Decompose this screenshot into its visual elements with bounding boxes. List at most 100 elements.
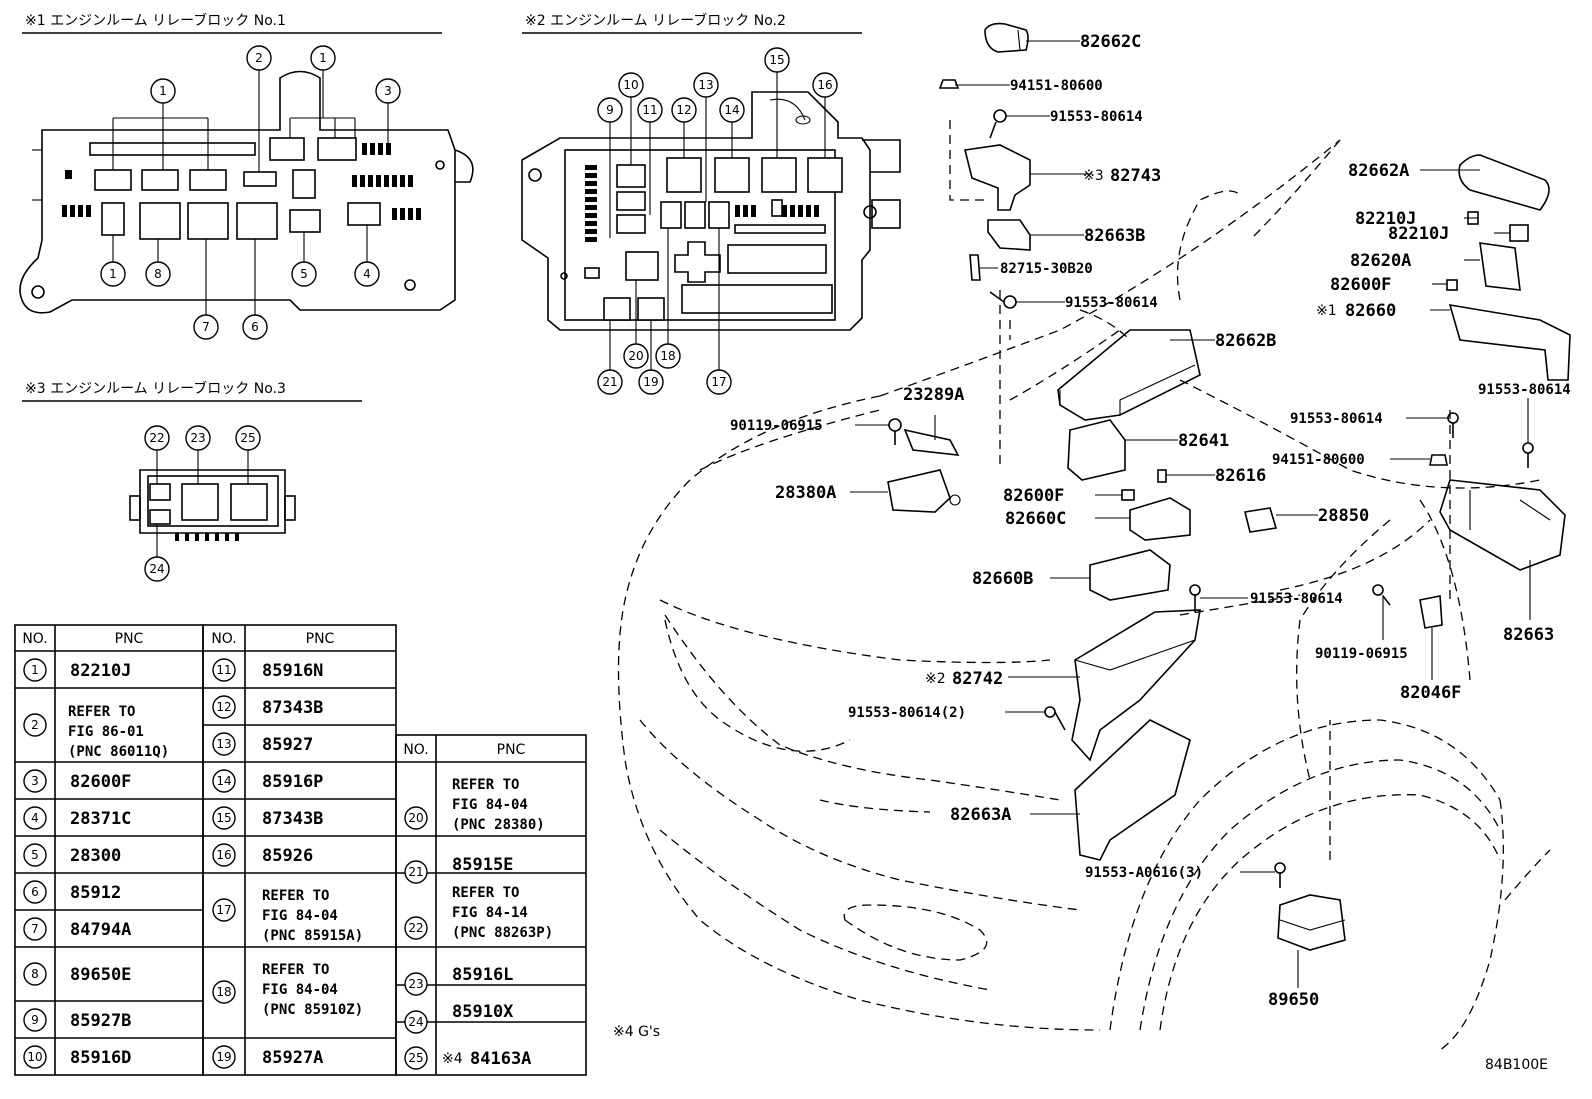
- svg-text:8: 8: [154, 267, 162, 281]
- svg-text:5: 5: [300, 267, 308, 281]
- svg-text:84794A: 84794A: [70, 920, 131, 940]
- block3-title: ※3 エンジンルーム リレーブロック No.3: [25, 380, 286, 397]
- svg-text:1: 1: [159, 84, 167, 98]
- svg-text:REFER TO: REFER TO: [452, 777, 519, 793]
- svg-text:18: 18: [216, 985, 231, 999]
- svg-text:24: 24: [408, 1015, 423, 1029]
- car-outline: [617, 120, 1551, 1051]
- svg-text:7: 7: [202, 320, 210, 334]
- svg-text:(PNC 88263P): (PNC 88263P): [452, 925, 553, 941]
- block2-title: ※2 エンジンルーム リレーブロック No.2: [525, 12, 786, 29]
- svg-text:1: 1: [319, 51, 327, 65]
- svg-text:4: 4: [31, 811, 39, 825]
- part-labels: 82662C 94151-80600 91553-80614 ※3 82743 …: [730, 32, 1571, 1010]
- svg-text:11: 11: [216, 663, 231, 677]
- svg-text:87343B: 87343B: [262, 698, 323, 718]
- svg-text:20: 20: [628, 349, 643, 363]
- svg-text:85927B: 85927B: [70, 1011, 131, 1031]
- svg-text:REFER TO: REFER TO: [452, 885, 519, 901]
- pnc-table: NO. PNC NO. PNC NO. PNC 1 2 3 4 5 6 7 8 …: [14, 624, 587, 1076]
- svg-text:82210J: 82210J: [1388, 224, 1449, 244]
- svg-text:82616: 82616: [1215, 466, 1266, 486]
- svg-text:85927A: 85927A: [262, 1048, 323, 1068]
- svg-text:91553-A0616(3): 91553-A0616(3): [1085, 865, 1203, 881]
- svg-text:82641: 82641: [1178, 431, 1229, 451]
- svg-text:6: 6: [251, 320, 259, 334]
- svg-text:(PNC 28380): (PNC 28380): [452, 817, 545, 833]
- svg-text:82660: 82660: [1345, 301, 1396, 321]
- svg-text:FIG 86-01: FIG 86-01: [68, 724, 144, 740]
- parts-drawings: [887, 22, 1571, 951]
- svg-text:22: 22: [408, 921, 423, 935]
- svg-text:82663: 82663: [1503, 625, 1554, 645]
- svg-text:82662C: 82662C: [1080, 32, 1141, 52]
- svg-text:85916N: 85916N: [262, 661, 323, 681]
- svg-text:2: 2: [255, 51, 263, 65]
- svg-text:85910X: 85910X: [452, 1002, 514, 1022]
- svg-text:FIG 84-04: FIG 84-04: [262, 982, 338, 998]
- svg-text:28850: 28850: [1318, 506, 1369, 526]
- svg-text:REFER TO: REFER TO: [262, 888, 329, 904]
- svg-text:19: 19: [643, 375, 658, 389]
- svg-text:94151-80600: 94151-80600: [1272, 452, 1365, 468]
- svg-text:17: 17: [711, 375, 726, 389]
- svg-text:84163A: 84163A: [470, 1049, 531, 1069]
- svg-text:10: 10: [27, 1050, 42, 1064]
- svg-text:※2: ※2: [925, 671, 946, 687]
- svg-text:89650E: 89650E: [70, 965, 131, 985]
- svg-text:21: 21: [602, 375, 617, 389]
- svg-text:23289A: 23289A: [903, 385, 964, 405]
- svg-text:13: 13: [698, 78, 713, 92]
- svg-text:2: 2: [31, 718, 39, 732]
- svg-text:85916D: 85916D: [70, 1048, 131, 1068]
- svg-text:(PNC 85915A): (PNC 85915A): [262, 928, 363, 944]
- svg-text:85916P: 85916P: [262, 772, 323, 792]
- svg-text:9: 9: [31, 1013, 39, 1027]
- svg-text:82600F: 82600F: [1330, 275, 1391, 295]
- svg-text:85927: 85927: [262, 735, 313, 755]
- svg-text:PNC: PNC: [306, 631, 335, 647]
- svg-text:1: 1: [109, 267, 117, 281]
- svg-text:NO.: NO.: [403, 742, 428, 758]
- svg-text:16: 16: [817, 78, 832, 92]
- svg-text:82662A: 82662A: [1348, 161, 1409, 181]
- svg-text:82210J: 82210J: [70, 661, 131, 681]
- svg-text:NO.: NO.: [211, 631, 236, 647]
- svg-text:91553-80614: 91553-80614: [1050, 109, 1143, 125]
- svg-text:13: 13: [216, 737, 231, 751]
- svg-text:7: 7: [31, 922, 39, 936]
- svg-text:20: 20: [408, 811, 423, 825]
- svg-text:3: 3: [384, 84, 392, 98]
- svg-text:94151-80600: 94151-80600: [1010, 78, 1103, 94]
- svg-text:21: 21: [408, 865, 423, 879]
- svg-text:82662B: 82662B: [1215, 331, 1276, 351]
- svg-text:12: 12: [216, 700, 231, 714]
- svg-text:3: 3: [31, 774, 39, 788]
- svg-text:82660B: 82660B: [972, 569, 1033, 589]
- svg-text:6: 6: [31, 885, 39, 899]
- svg-text:82600F: 82600F: [1003, 486, 1064, 506]
- svg-text:15: 15: [216, 811, 231, 825]
- svg-text:14: 14: [216, 774, 231, 788]
- svg-text:10: 10: [623, 78, 638, 92]
- svg-text:5: 5: [31, 848, 39, 862]
- relay-block-3: ※3 エンジンルーム リレーブロック No.3 22 23 25 24: [22, 380, 362, 582]
- svg-text:NO.: NO.: [22, 631, 47, 647]
- svg-text:91553-80614(2): 91553-80614(2): [848, 705, 966, 721]
- svg-text:(PNC 86011Q): (PNC 86011Q): [68, 744, 169, 760]
- svg-text:82600F: 82600F: [70, 772, 131, 792]
- svg-text:18: 18: [660, 349, 675, 363]
- svg-text:28371C: 28371C: [70, 809, 131, 829]
- svg-text:11: 11: [642, 103, 657, 117]
- svg-text:87343B: 87343B: [262, 809, 323, 829]
- svg-text:1: 1: [31, 663, 39, 677]
- svg-text:12: 12: [676, 103, 691, 117]
- svg-text:4: 4: [363, 267, 371, 281]
- svg-text:28380A: 28380A: [775, 483, 836, 503]
- svg-text:16: 16: [216, 848, 231, 862]
- svg-text:82660C: 82660C: [1005, 509, 1066, 529]
- svg-text:28300: 28300: [70, 846, 121, 866]
- svg-text:82715-30B20: 82715-30B20: [1000, 261, 1093, 277]
- svg-text:REFER TO: REFER TO: [68, 704, 135, 720]
